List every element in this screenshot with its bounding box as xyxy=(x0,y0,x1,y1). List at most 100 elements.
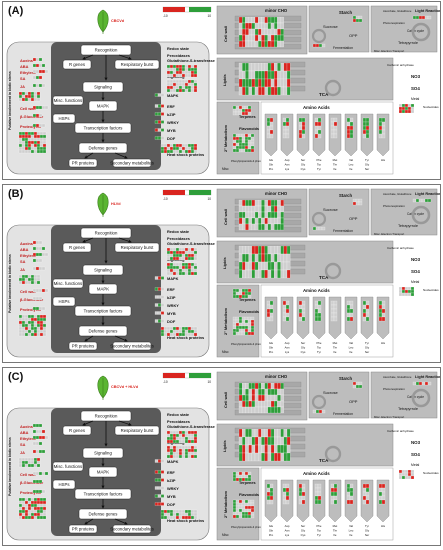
heatmap-cell xyxy=(172,73,177,78)
heatmap-cell xyxy=(261,452,265,462)
heatmap-cell xyxy=(244,511,249,516)
heatmap-cell xyxy=(238,316,243,321)
heatmap-cell xyxy=(235,511,240,516)
heatmap-cell xyxy=(381,483,386,489)
heatmap-cell xyxy=(298,312,303,318)
legend-min: -10 xyxy=(163,380,168,384)
heatmap-cell xyxy=(181,256,186,261)
heatmap-cell xyxy=(169,67,174,72)
flavonoids-label: Flavonoids xyxy=(239,127,259,131)
condition-label: CBCVd + HLVd xyxy=(111,385,139,389)
heatmap-cell xyxy=(193,448,198,453)
heatmap-cell xyxy=(21,323,26,328)
heatmap-cell xyxy=(317,117,322,123)
left-category: JA xyxy=(20,84,25,89)
amino-acid-group-label: Ile xyxy=(350,533,353,537)
heatmap-cell xyxy=(280,394,284,402)
heatmap-cell xyxy=(401,289,406,294)
heatmap-cell xyxy=(258,406,262,414)
heatmap-cell xyxy=(42,146,47,151)
heatmap-cell xyxy=(355,198,360,203)
heatmap-cell xyxy=(36,506,41,511)
heatmap-cell xyxy=(415,15,420,20)
heatmap-cell xyxy=(269,308,274,314)
heatmap-cell xyxy=(181,73,186,78)
amino-acid-group-label: His xyxy=(381,158,386,162)
heatmap-cell xyxy=(314,495,319,501)
heatmap-cell xyxy=(30,277,35,282)
heatmap-cell xyxy=(247,499,252,504)
heatmap-cell xyxy=(184,515,189,520)
heatmap-cell xyxy=(238,331,243,336)
recognition-label: Recognition xyxy=(95,231,118,236)
heatmap-cell xyxy=(187,451,192,456)
heatmap-cell xyxy=(286,452,291,462)
heatmap-cell xyxy=(232,316,237,321)
heatmap-cell xyxy=(30,146,35,151)
heatmap-cell xyxy=(187,85,192,90)
heatmap-cell xyxy=(232,105,237,110)
heatmap-cell xyxy=(244,471,249,476)
heatmap-cell xyxy=(30,140,35,145)
heatmap-cell xyxy=(365,300,370,306)
heatmap-cell xyxy=(245,205,249,213)
tetrapyrrole-label: Tetrapyrrole xyxy=(398,224,418,228)
heatmap-cell xyxy=(362,491,367,497)
flow-arrow xyxy=(118,420,132,426)
heatmap-cell xyxy=(317,491,322,497)
misc-functions-box xyxy=(52,278,84,289)
heatmap-cell xyxy=(248,261,252,271)
heatmap-cell xyxy=(166,268,171,273)
heatmap-cell xyxy=(286,436,291,446)
heatmap-cell xyxy=(39,140,44,145)
heatmap-cell xyxy=(32,240,37,245)
respiratory-burst-label: Respiratory burst xyxy=(121,62,155,67)
heatmap-cell xyxy=(267,452,272,462)
heatmap-cell xyxy=(282,316,287,322)
heatmap-cell xyxy=(30,329,35,334)
heatmap-cell xyxy=(38,113,43,118)
heatmap-cell xyxy=(172,143,177,148)
heatmap-cell xyxy=(41,63,46,68)
heatmap-cell xyxy=(314,133,319,139)
heatmap-cell xyxy=(172,439,177,444)
heatmap-cell xyxy=(261,388,265,396)
heatmap-cell xyxy=(333,495,338,501)
heatmap-cell xyxy=(244,294,249,299)
heatmap-cell xyxy=(181,445,186,450)
heatmap-cell xyxy=(18,460,23,465)
heatmap-cell xyxy=(410,286,415,291)
heatmap-cell xyxy=(32,489,37,494)
heatmap-cell xyxy=(187,70,192,75)
heatmap-cell xyxy=(35,471,40,476)
heatmap-cell xyxy=(184,67,189,72)
amino-acid-group-label: His xyxy=(381,524,386,528)
heatmap-cell xyxy=(241,136,246,141)
heatmap-cell xyxy=(33,506,38,511)
heatmap-cell xyxy=(39,137,44,142)
heatmap-cell xyxy=(181,265,186,270)
heatmap-cell xyxy=(330,483,335,489)
heatmap-cell xyxy=(266,304,271,310)
heatmap-cell xyxy=(242,62,246,72)
heatmap-cell xyxy=(160,149,165,154)
heatmap-cell xyxy=(245,217,249,225)
heatmap-cell xyxy=(424,198,429,203)
heatmap-cell xyxy=(38,288,43,293)
side-label: Putative involvement in biotic stress xyxy=(8,71,12,130)
amino-acid-group-label: Ser xyxy=(365,350,369,354)
sulfate-label: SO4 xyxy=(411,452,420,457)
heatmap-cell xyxy=(181,79,186,84)
heatmap-cell xyxy=(235,148,240,153)
heatmap-cell xyxy=(38,75,43,80)
heatmap-cell xyxy=(254,22,259,30)
r-genes-box xyxy=(62,59,92,70)
pr-proteins-label: PR proteins xyxy=(72,527,94,532)
heatmap-cell xyxy=(349,312,354,318)
nitrate-label: NO3 xyxy=(411,74,421,79)
heatmap-cell xyxy=(38,57,43,62)
heatmap-cell xyxy=(248,253,252,263)
heatmap-cell xyxy=(190,73,195,78)
heatmap-cell xyxy=(232,499,237,504)
heatmap-cell xyxy=(172,509,177,514)
